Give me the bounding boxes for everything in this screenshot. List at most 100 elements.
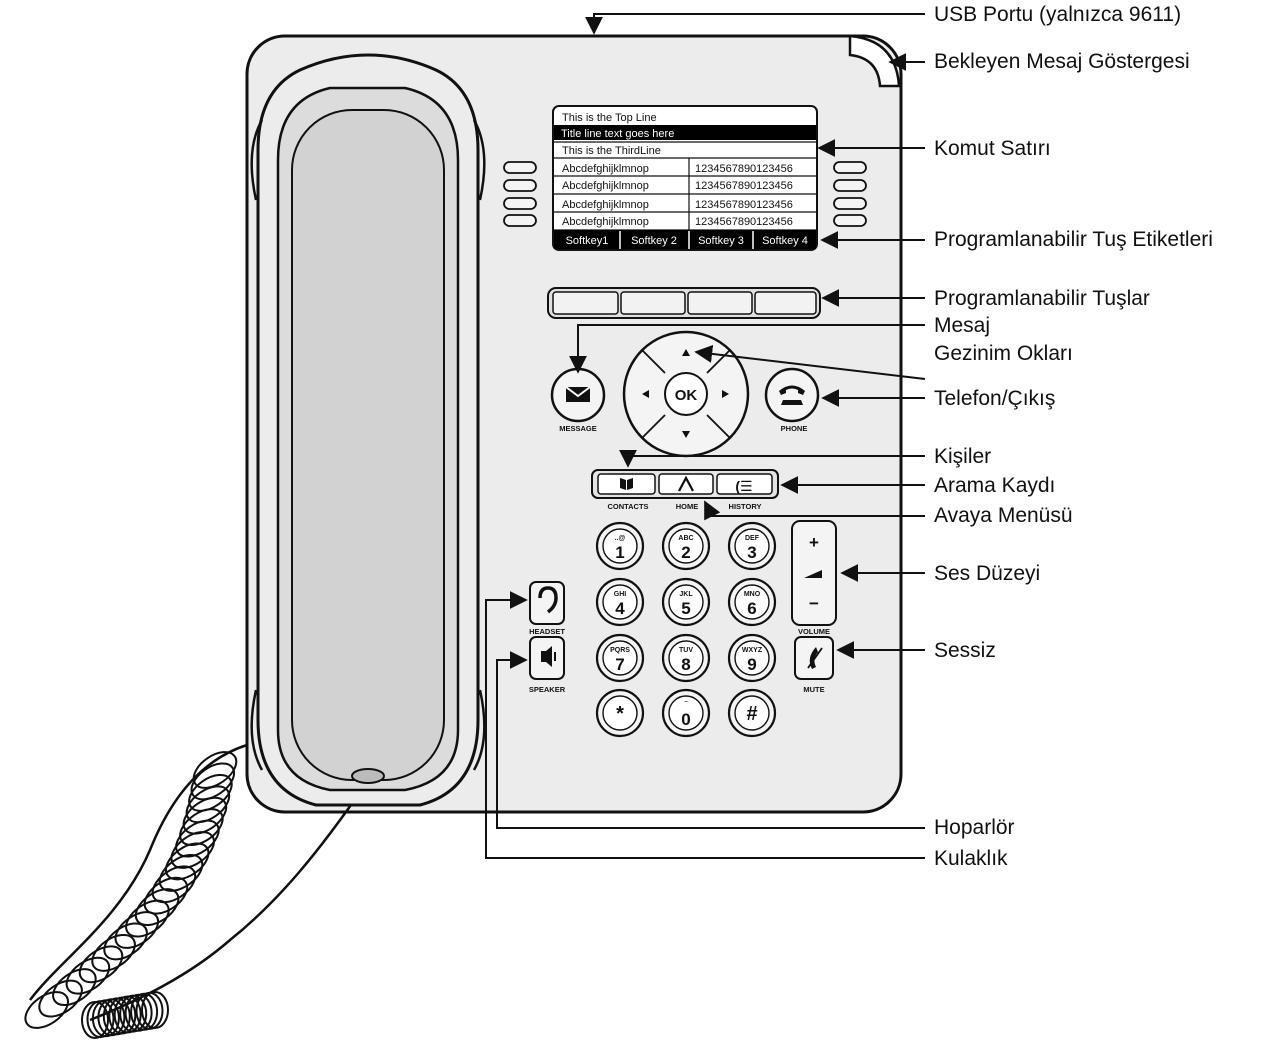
history-list-icon: (☰	[735, 478, 752, 494]
keypad-letters: GHI	[614, 591, 627, 598]
phone-label: PHONE	[781, 424, 808, 433]
message-callout: Mesaj	[934, 314, 991, 337]
softkey-label-1: Softkey1	[566, 235, 609, 247]
keypad-letters: ‾	[684, 701, 688, 709]
phone-button[interactable]: PHONE	[764, 367, 820, 433]
volume-control[interactable]: + − VOLUME	[791, 520, 837, 636]
screen-row-4-right: 1234567890123456	[695, 216, 793, 228]
screen-row-4-left: Abcdefghijklmnop	[562, 216, 649, 228]
keypad-digit: 6	[747, 599, 756, 618]
keypad-digit: 5	[681, 599, 690, 618]
ok-button[interactable]	[664, 372, 708, 416]
cord-coil-loop	[170, 831, 215, 869]
softkeys-callout: Programlanabilir Tuşlar	[934, 287, 1150, 310]
nav-down-icon[interactable]	[682, 431, 690, 438]
navigation-cluster[interactable]: OK	[622, 330, 750, 458]
screen-third-line: This is the ThirdLine	[562, 145, 661, 157]
cord-coil-loop	[192, 751, 238, 789]
usb-port-callout: USB Portu (yalnızca 9611)	[934, 3, 1182, 26]
nav-right-icon[interactable]	[722, 390, 729, 398]
keypad-digit: 4	[615, 599, 625, 618]
volume-label: VOLUME	[798, 627, 830, 636]
screen-row-2-right: 1234567890123456	[695, 180, 793, 192]
cord-coil-loop	[38, 979, 83, 1018]
callout-lines	[485, 13, 926, 859]
call-log-callout: Arama Kaydı	[934, 474, 1056, 497]
cord-coil-loop	[151, 865, 197, 904]
headset-icon	[538, 586, 558, 614]
screen-top-line: This is the Top Line	[562, 112, 657, 124]
phone-exit-callout: Telefon/Çıkış	[934, 387, 1056, 410]
cord-coil-loop	[190, 762, 236, 801]
speaker-label: SPEAKER	[529, 685, 566, 694]
mute-callout: Sessiz	[934, 639, 996, 662]
keypad-digit: 2	[681, 543, 690, 562]
keypad-digit: #	[746, 703, 757, 725]
history-button[interactable]	[716, 473, 773, 495]
keypad-letters: JKL	[679, 591, 693, 598]
keypad-digit: 1	[615, 543, 624, 562]
speaker-icon	[541, 646, 552, 667]
keypad-key-10[interactable]: *	[595, 688, 645, 738]
line-buttons[interactable]	[503, 161, 867, 227]
navigation-arrows-callout: Gezinim Okları	[934, 342, 1073, 365]
book-icon	[620, 478, 633, 490]
nav-up-icon[interactable]	[682, 349, 690, 356]
screen-row-2-left: Abcdefghijklmnop	[562, 180, 649, 192]
contacts-button[interactable]	[597, 473, 656, 495]
keypad-digit: 0	[681, 710, 690, 729]
softkey-label-4: Softkey 4	[762, 235, 808, 247]
cord-coil-loop	[158, 853, 204, 892]
speaker-callout: Hoparlör	[934, 816, 1015, 839]
cord-coil-loop	[185, 785, 231, 824]
keypad-key-11[interactable]: ‾0	[661, 688, 711, 738]
cord-coil-loop	[52, 968, 97, 1007]
keypad-letters: MNO	[744, 591, 761, 598]
cord-coil-loop	[65, 956, 111, 995]
feature-buttons[interactable]: (☰ CONTACTS HOME HISTORY	[591, 469, 779, 511]
cord-coil-loop	[91, 933, 136, 972]
cord-coil-loop	[188, 773, 233, 812]
mute-button[interactable]: MUTE	[794, 636, 834, 694]
volume-ramp-icon	[804, 570, 822, 578]
display-screen: This is the Top Line Title line text goe…	[552, 105, 818, 251]
keypad-letters: ..@	[615, 535, 626, 542]
keypad-digit: 9	[747, 655, 756, 674]
nav-left-icon[interactable]	[642, 390, 649, 398]
handset	[250, 53, 486, 807]
screen-row-1-right: 1234567890123456	[695, 163, 793, 175]
message-waiting-indicator	[848, 34, 901, 88]
screen-row-3-left: Abcdefghijklmnop	[562, 199, 649, 211]
contacts-callout: Kişiler	[934, 445, 992, 468]
keypad-key-1[interactable]: ..@1	[595, 521, 645, 571]
volume-plus-label: +	[809, 533, 819, 552]
home-button[interactable]	[658, 473, 714, 495]
avaya-logo-icon	[678, 475, 694, 492]
keypad-key-12[interactable]: #	[727, 688, 777, 738]
keypad-letters: ABC	[678, 535, 693, 542]
keypad-digit: 7	[615, 655, 624, 674]
softkey-label-3: Softkey 3	[698, 235, 744, 247]
message-label: MESSAGE	[559, 424, 597, 433]
message-button[interactable]: MESSAGE	[550, 367, 606, 433]
headset-label: HEADSET	[529, 627, 565, 636]
speaker-button[interactable]: SPEAKER	[529, 636, 566, 694]
volume-minus-label: −	[809, 594, 819, 613]
softkey-buttons[interactable]	[547, 287, 821, 319]
home-label: HOME	[676, 502, 699, 511]
keypad-letters: WXYZ	[742, 647, 763, 654]
cord-coil-loop	[103, 922, 148, 961]
headset-button[interactable]: HEADSET	[529, 581, 565, 636]
cord-coils	[24, 751, 238, 1039]
screen-row-1-left: Abcdefghijklmnop	[562, 163, 649, 175]
